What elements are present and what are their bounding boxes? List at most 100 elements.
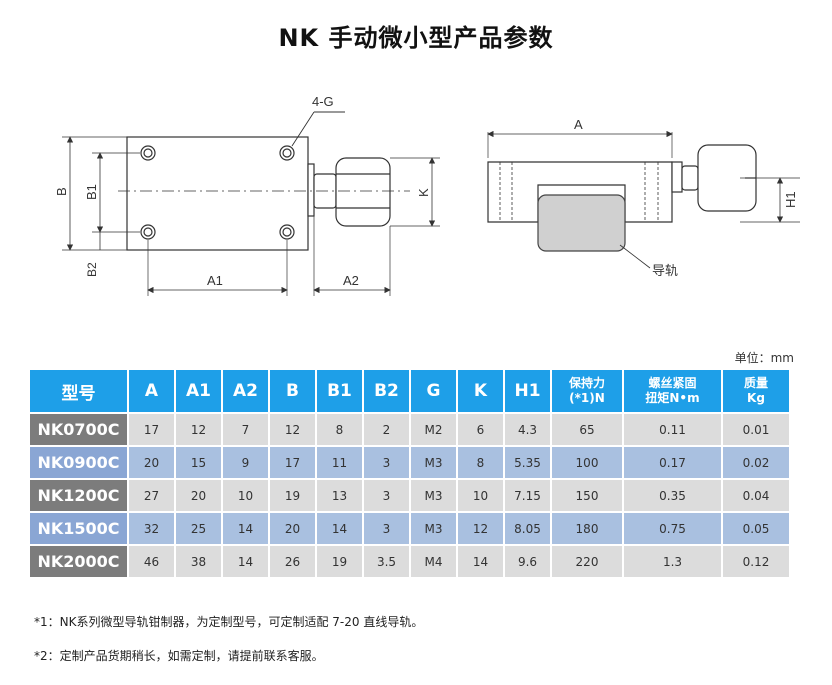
rail-label: 导轨	[652, 264, 678, 279]
header-cell: 保持力 (*1)N	[552, 370, 622, 412]
table-cell: 0.11	[624, 414, 721, 445]
table-cell: 0.17	[624, 447, 721, 478]
table-cell: M2	[411, 414, 456, 445]
note-2: *2：定制产品货期稍长，如需定制，请提前联系客服。	[34, 649, 324, 663]
table-cell: 7	[223, 414, 268, 445]
table-cell: 65	[552, 414, 622, 445]
table-cell: 0.75	[624, 513, 721, 544]
table-cell: M3	[411, 513, 456, 544]
header-cell: A	[129, 370, 174, 412]
table-cell: 1.3	[624, 546, 721, 577]
table-cell: 19	[270, 480, 315, 511]
dim-A2-label: A2	[343, 273, 359, 288]
table-cell: 15	[176, 447, 221, 478]
table-cell: 3	[364, 513, 409, 544]
header-cell: 质量 Kg	[723, 370, 789, 412]
table-cell: 0.04	[723, 480, 789, 511]
header-cell: 螺丝紧固 扭矩N•m	[624, 370, 721, 412]
table-cell: 26	[270, 546, 315, 577]
unit-label: 单位：mm	[734, 351, 794, 365]
model-cell: NK0700C	[30, 414, 127, 445]
spec-table: 型号 A A1 A2 B B1 B2 G K H1 保持力 (*1)N 螺丝紧固…	[28, 368, 791, 579]
table-cell: 14	[223, 546, 268, 577]
model-cell: NK1200C	[30, 480, 127, 511]
table-cell: M3	[411, 447, 456, 478]
table-cell: 14	[458, 546, 503, 577]
table-cell: 17	[270, 447, 315, 478]
side-view	[487, 130, 800, 269]
note-1: *1：NK系列微型导轨钳制器，为定制型号，可定制适配 7-20 直线导轨。	[34, 615, 424, 629]
table-cell: 12	[176, 414, 221, 445]
table-cell: 10	[223, 480, 268, 511]
table-cell: 0.02	[723, 447, 789, 478]
table-cell: 0.01	[723, 414, 789, 445]
header-cell: K	[458, 370, 503, 412]
header-cell: H1	[505, 370, 550, 412]
dim-H1-label: H1	[783, 191, 798, 208]
table-cell: 9.6	[505, 546, 550, 577]
table-cell: 2	[364, 414, 409, 445]
dim-A-label: A	[574, 117, 583, 132]
table-cell: 9	[223, 447, 268, 478]
table-cell: 27	[129, 480, 174, 511]
header-cell: 型号	[30, 370, 127, 412]
table-cell: M4	[411, 546, 456, 577]
table-cell: 150	[552, 480, 622, 511]
header-cell: B2	[364, 370, 409, 412]
table-cell: 180	[552, 513, 622, 544]
table-cell: 46	[129, 546, 174, 577]
table-cell: 0.05	[723, 513, 789, 544]
table-cell: M3	[411, 480, 456, 511]
model-cell: NK1500C	[30, 513, 127, 544]
model-cell: NK0900C	[30, 447, 127, 478]
table-cell: 32	[129, 513, 174, 544]
table-cell: 220	[552, 546, 622, 577]
model-cell: NK2000C	[30, 546, 127, 577]
header-cell: B	[270, 370, 315, 412]
front-view	[62, 111, 440, 296]
dim-A1-label: A1	[207, 273, 223, 288]
dim-K-label: K	[416, 188, 431, 197]
header-cell: G	[411, 370, 456, 412]
header-cell: A1	[176, 370, 221, 412]
table-cell: 8	[458, 447, 503, 478]
dim-B-label: B	[54, 187, 69, 196]
table-cell: 6	[458, 414, 503, 445]
table-cell: 20	[270, 513, 315, 544]
header-cell: B1	[317, 370, 362, 412]
table-cell: 7.15	[505, 480, 550, 511]
table-cell: 0.12	[723, 546, 789, 577]
table-cell: 10	[458, 480, 503, 511]
table-cell: 8	[317, 414, 362, 445]
table-cell: 3	[364, 480, 409, 511]
table-cell: 11	[317, 447, 362, 478]
table-cell: 3	[364, 447, 409, 478]
technical-drawing: 4-G B B1 B2 A1 A2 K A H1 导轨	[54, 94, 800, 296]
table-cell: 17	[129, 414, 174, 445]
table-cell: 14	[223, 513, 268, 544]
table-cell: 5.35	[505, 447, 550, 478]
table-cell: 20	[176, 480, 221, 511]
table-cell: 100	[552, 447, 622, 478]
hole-label: 4-G	[312, 94, 334, 109]
table-cell: 3.5	[364, 546, 409, 577]
table-cell: 25	[176, 513, 221, 544]
dim-B1-label: B1	[84, 184, 99, 200]
header-cell: A2	[223, 370, 268, 412]
table-cell: 8.05	[505, 513, 550, 544]
table-cell: 20	[129, 447, 174, 478]
table-header-row: 型号 A A1 A2 B B1 B2 G K H1 保持力 (*1)N 螺丝紧固…	[30, 370, 789, 412]
table-cell: 12	[270, 414, 315, 445]
table-cell: 13	[317, 480, 362, 511]
table-cell: 4.3	[505, 414, 550, 445]
table-cell: 0.35	[624, 480, 721, 511]
table-cell: 38	[176, 546, 221, 577]
table-cell: 14	[317, 513, 362, 544]
dim-B2-label: B2	[85, 262, 99, 277]
table-cell: 19	[317, 546, 362, 577]
table-cell: 12	[458, 513, 503, 544]
